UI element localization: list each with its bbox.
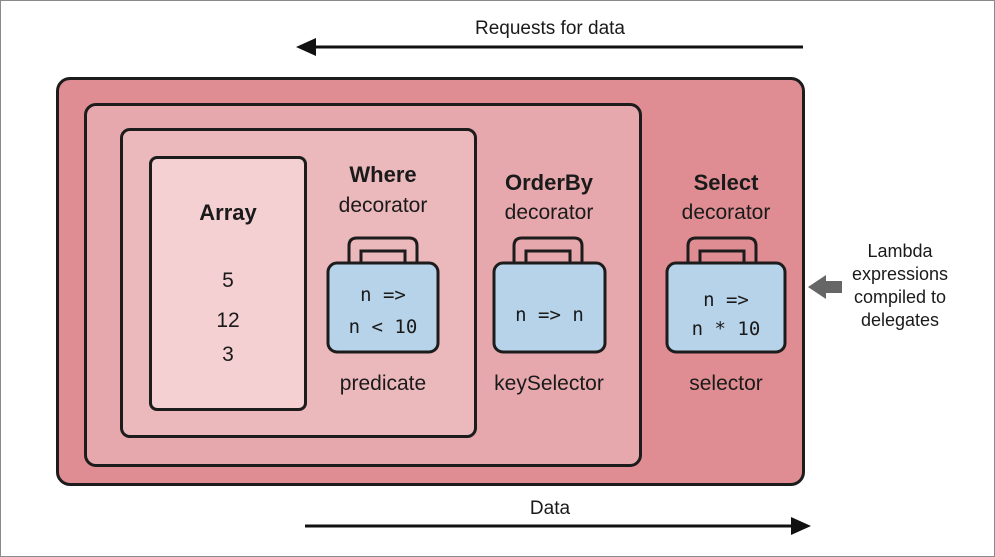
where-title: Where: [349, 162, 417, 187]
array-value: 5: [222, 269, 234, 292]
lambda-arrow-icon: [808, 275, 842, 299]
where-caption: predicate: [339, 372, 427, 395]
where-predicate-bag-icon: [326, 236, 440, 354]
orderby-caption: keySelector: [494, 372, 604, 395]
lambda-note-line: compiled to: [853, 287, 947, 307]
where-code-line: n < 10: [348, 316, 418, 338]
where-code-line: n =>: [360, 284, 406, 306]
array-box: [149, 156, 307, 411]
lambda-note-line: Lambda: [867, 241, 933, 261]
select-caption: selector: [689, 372, 763, 395]
orderby-keyselector-bag-icon: [492, 236, 607, 354]
select-selector-bag-icon: [665, 236, 787, 354]
orderby-subtitle: decorator: [504, 201, 594, 224]
select-subtitle: decorator: [681, 201, 771, 224]
requests-arrow-label: Requests for data: [475, 18, 625, 39]
select-title: Select: [693, 170, 759, 195]
where-subtitle: decorator: [338, 194, 428, 217]
array-value: 12: [216, 309, 240, 332]
data-arrow-label: Data: [529, 498, 571, 519]
data-arrow: [305, 517, 811, 535]
lambda-note-line: delegates: [860, 310, 940, 330]
orderby-code-line: n => n: [515, 304, 584, 326]
requests-arrow: [296, 38, 803, 56]
select-code-line: n * 10: [691, 318, 761, 340]
select-code-line: n =>: [703, 289, 749, 311]
array-value: 3: [222, 343, 234, 366]
lambda-note-line: expressions: [851, 264, 949, 284]
orderby-title: OrderBy: [504, 170, 594, 195]
array-title: Array: [199, 200, 257, 225]
